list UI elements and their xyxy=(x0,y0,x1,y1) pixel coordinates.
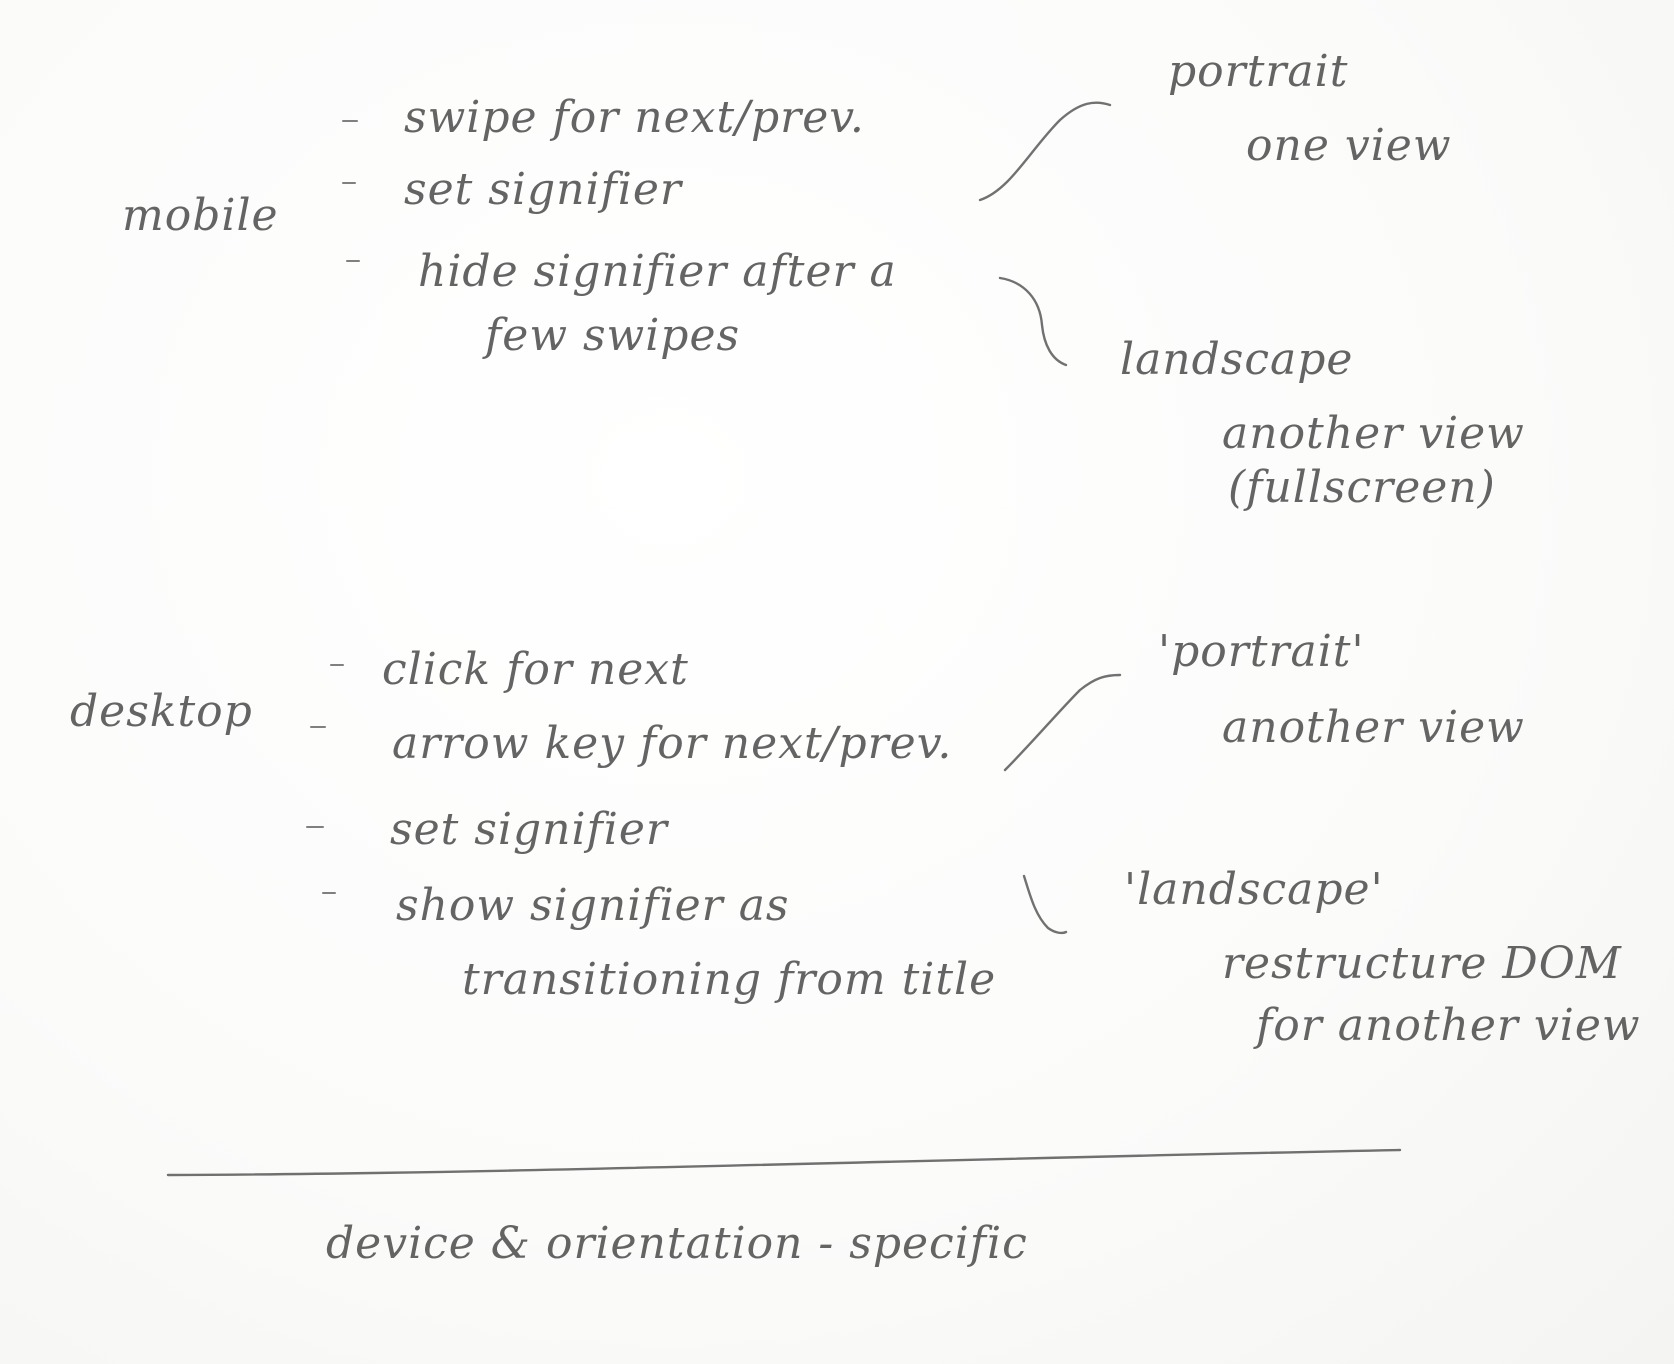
mobile-landscape-desc-2: (fullscreen) xyxy=(1228,462,1496,513)
desktop-dash-3 xyxy=(306,826,324,828)
desktop-dash-2 xyxy=(310,726,326,728)
desktop-item-5: transitioning from title xyxy=(462,954,997,1005)
mobile-portrait-bracket xyxy=(978,101,1112,202)
desktop-landscape-heading: 'landscape' xyxy=(1124,864,1384,915)
desktop-dash-1 xyxy=(330,664,344,666)
mobile-dash-2 xyxy=(342,182,356,184)
mobile-item-2: set signifier xyxy=(404,164,682,215)
desktop-landscape-bracket xyxy=(1022,874,1068,935)
mobile-landscape-desc-1: another view xyxy=(1222,408,1525,459)
desktop-portrait-heading: 'portrait' xyxy=(1158,626,1365,677)
divider-line xyxy=(166,1148,1402,1177)
footer-caption: device & orientation - specific xyxy=(326,1218,1028,1269)
desktop-label: desktop xyxy=(70,686,253,737)
mobile-portrait-desc: one view xyxy=(1246,120,1452,171)
mobile-landscape-bracket xyxy=(998,276,1068,367)
mobile-item-1: swipe for next/prev. xyxy=(404,92,865,143)
desktop-dash-4 xyxy=(322,892,336,894)
desktop-portrait-bracket xyxy=(1003,673,1122,772)
mobile-dash-1 xyxy=(342,120,358,122)
desktop-item-1: click for next xyxy=(382,644,689,695)
desktop-landscape-desc-2: for another view xyxy=(1256,1000,1641,1051)
mobile-portrait-heading: portrait xyxy=(1168,46,1349,97)
desktop-portrait-desc: another view xyxy=(1222,702,1525,753)
desktop-item-2: arrow key for next/prev. xyxy=(392,718,953,769)
desktop-item-3: set signifier xyxy=(390,804,668,855)
mobile-dash-3 xyxy=(346,260,360,262)
desktop-item-4: show signifier as xyxy=(396,880,790,931)
mobile-item-4: few swipes xyxy=(485,310,741,361)
mobile-item-3: hide signifier after a xyxy=(418,246,897,297)
mobile-landscape-heading: landscape xyxy=(1120,334,1354,385)
desktop-landscape-desc-1: restructure DOM xyxy=(1222,938,1622,989)
mobile-label: mobile xyxy=(122,190,279,241)
